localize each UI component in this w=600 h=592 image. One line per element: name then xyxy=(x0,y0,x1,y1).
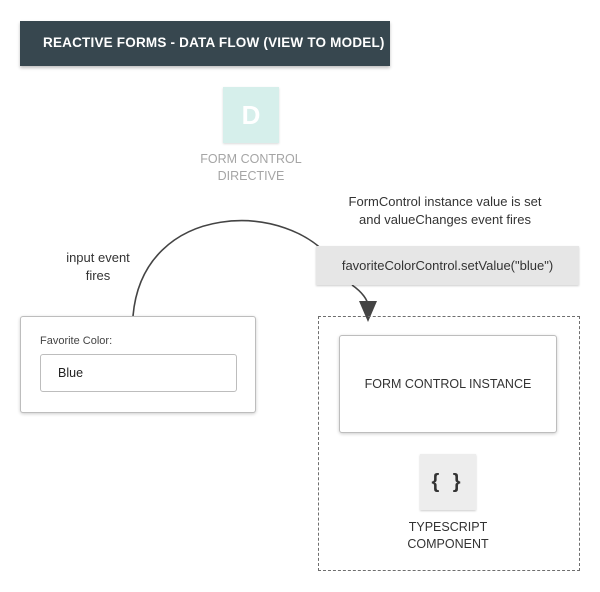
favorite-color-label: Favorite Color: xyxy=(40,335,113,347)
directive-letter: D xyxy=(241,99,261,130)
code-statement-chip: favoriteColorControl.setValue("blue") xyxy=(316,246,579,285)
input-card: Favorite Color: Blue xyxy=(20,316,256,413)
favorite-color-value: Blue xyxy=(58,366,84,380)
form-control-annotation: FormControl instance value is set and va… xyxy=(348,194,542,227)
form-control-instance-label: FORM CONTROL INSTANCE xyxy=(364,377,532,391)
typescript-component-region xyxy=(318,316,580,571)
input-event-annotation: input event fires xyxy=(66,250,130,283)
typescript-component-label: TYPESCRIPT COMPONENT xyxy=(407,520,489,551)
braces-icon: { } xyxy=(420,454,476,510)
page-title: REACTIVE FORMS - DATA FLOW (VIEW TO MODE… xyxy=(43,35,385,50)
form-control-instance-card: FORM CONTROL INSTANCE xyxy=(339,335,557,433)
code-statement: favoriteColorControl.setValue("blue") xyxy=(341,258,554,273)
favorite-color-input[interactable]: Blue xyxy=(40,354,237,392)
directive-label: FORM CONTROL DIRECTIVE xyxy=(200,152,302,183)
flow-arrow-connector xyxy=(351,284,369,307)
flow-arrow-path xyxy=(132,219,334,317)
directive-badge-icon: D xyxy=(223,87,279,143)
braces-glyph: { } xyxy=(431,470,465,493)
title-banner: REACTIVE FORMS - DATA FLOW (VIEW TO MODE… xyxy=(20,21,390,66)
